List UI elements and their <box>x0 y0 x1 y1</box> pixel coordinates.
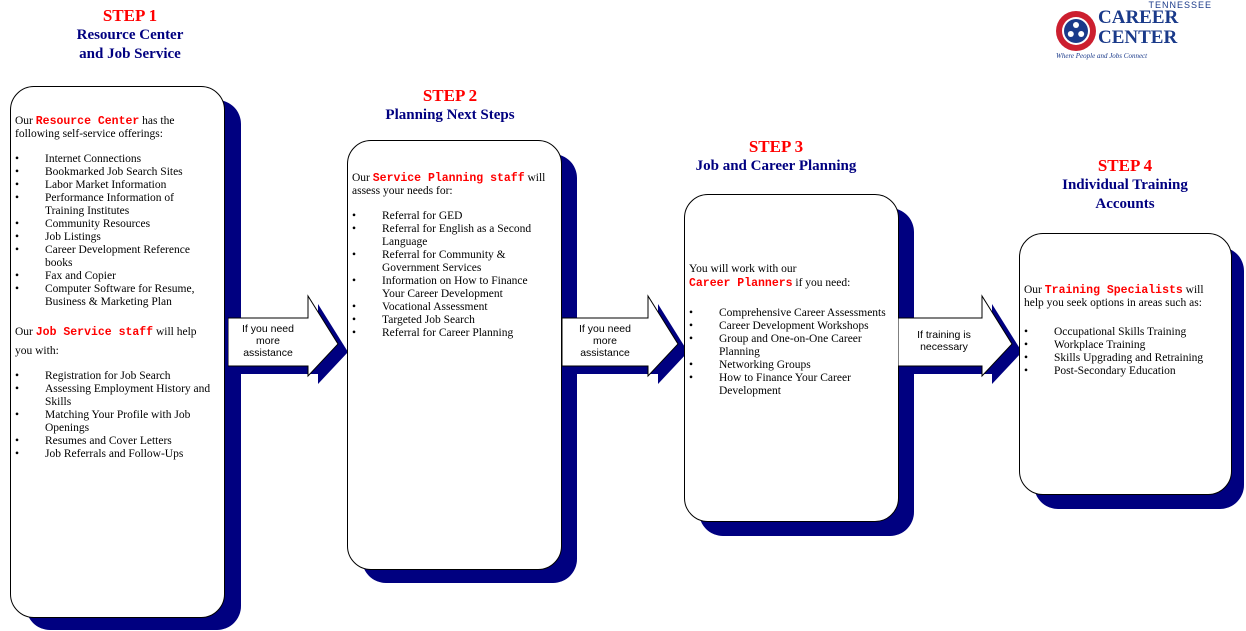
list-item: Labor Market Information <box>15 179 212 192</box>
step3-intro: You will work with our Career Planners i… <box>689 262 886 291</box>
tennessee-flag-emblem-icon <box>1056 11 1096 51</box>
step2-heading: STEP 2 Planning Next Steps <box>345 86 555 125</box>
step2-box: Our Service Planning staff will assess y… <box>347 140 562 570</box>
list-item: Community Resources <box>15 218 212 231</box>
step1-intro2-pre: Our <box>15 326 33 338</box>
step4-box: Our Training Specialists will help you s… <box>1019 233 1232 495</box>
arrow-3-shape <box>898 294 1022 384</box>
list-item: Fax and Copier <box>15 270 212 283</box>
list-item: How to Finance Your Career Development <box>689 372 886 398</box>
list-item: Job Listings <box>15 231 212 244</box>
arrow-2-line1: If you need <box>579 323 631 335</box>
list-item: Assessing Employment History and Skills <box>15 383 212 409</box>
arrow-3-line1: If training is <box>917 329 971 341</box>
step2-title-line1: Planning Next Steps <box>385 107 515 123</box>
step4-title-line2: Accounts <box>1095 196 1155 212</box>
arrow-1-shape <box>228 294 348 384</box>
step4-title-line1: Individual Training <box>1062 177 1188 193</box>
arrow-2: If you need more assistance <box>562 294 688 384</box>
step1-box: Our Resource Center has the following se… <box>10 86 225 618</box>
step3-intro-post: if you need: <box>795 277 851 289</box>
step2-intro-highlight: Service Planning staff <box>372 172 525 185</box>
step4-intro-post: will help you seek options in areas such… <box>1024 284 1204 309</box>
list-item: Career Development Reference books <box>15 244 212 270</box>
arrow-1-label: If you need more assistance <box>232 323 304 359</box>
step3-heading: STEP 3 Job and Career Planning <box>664 137 888 176</box>
step4-heading: STEP 4 Individual Training Accounts <box>1020 156 1230 214</box>
arrow-1-line3: assistance <box>243 347 293 359</box>
step2-intro-post: will assess your needs for: <box>352 172 546 197</box>
list-item: Computer Software for Resume, Business &… <box>15 283 212 309</box>
step3-intro-pre: You will work with our <box>689 263 797 275</box>
arrow-2-line2: more <box>593 335 617 347</box>
list-item: Networking Groups <box>689 359 886 372</box>
list-item: Registration for Job Search <box>15 370 212 383</box>
list-item: Matching Your Profile with Job Openings <box>15 409 212 435</box>
list-item: Workplace Training <box>1024 339 1221 352</box>
step1-intro2: Our Job Service staff will help you with… <box>15 323 212 360</box>
step1-intro: Our Resource Center has the following se… <box>15 115 212 141</box>
arrow-3: If training is necessary <box>898 294 1022 384</box>
step3-box: You will work with our Career Planners i… <box>684 194 899 522</box>
list-item: Referral for GED <box>352 210 549 223</box>
list-item: Referral for English as a Second Languag… <box>352 223 549 249</box>
step1-title-line2: and Job Service <box>79 46 181 62</box>
list-item: Bookmarked Job Search Sites <box>15 166 212 179</box>
logo-title: CAREER CENTER <box>1098 8 1178 48</box>
arrow-1-line2: more <box>256 335 280 347</box>
step1-list: Internet Connections Bookmarked Job Sear… <box>15 153 212 309</box>
logo-line2: CENTER <box>1098 27 1178 48</box>
step1-intro-highlight: Resource Center <box>35 115 140 128</box>
list-item: Post-Secondary Education <box>1024 365 1221 378</box>
list-item: Career Development Workshops <box>689 320 886 333</box>
step4-list: Occupational Skills Training Workplace T… <box>1024 326 1221 378</box>
logo-tagline: Where People and Jobs Connect <box>1056 52 1148 60</box>
step1-intro2-post: will help you with: <box>15 326 197 357</box>
step2-intro: Our Service Planning staff will assess y… <box>352 172 549 198</box>
step1-title-line1: Resource Center <box>76 27 184 43</box>
step2-number: STEP 2 <box>422 86 478 105</box>
career-center-logo: TENNESSEE CAREER CENTER Where People and… <box>1050 0 1212 70</box>
logo-line1: CAREER <box>1098 7 1179 28</box>
step4-number: STEP 4 <box>1097 156 1153 175</box>
step4-intro-highlight: Training Specialists <box>1044 284 1183 297</box>
list-item: Referral for Community & Government Serv… <box>352 249 549 275</box>
step1-intro-post: has the following self-service offerings… <box>15 115 175 140</box>
list-item: Resumes and Cover Letters <box>15 435 212 448</box>
step1-intro-pre: Our <box>15 115 33 127</box>
step4-intro-pre: Our <box>1024 284 1042 296</box>
step1-list2: Registration for Job Search Assessing Em… <box>15 370 212 461</box>
step3-intro-highlight: Career Planners <box>689 277 793 290</box>
step1-number: STEP 1 <box>102 6 158 25</box>
list-item: Vocational Assessment <box>352 301 549 314</box>
list-item: Comprehensive Career Assessments <box>689 307 886 320</box>
step1-heading: STEP 1 Resource Center and Job Service <box>30 6 230 64</box>
arrow-1-line1: If you need <box>242 323 294 335</box>
step3-list: Comprehensive Career Assessments Career … <box>689 307 886 398</box>
list-item: Group and One-on-One Career Planning <box>689 333 886 359</box>
list-item: Performance Information of Training Inst… <box>15 192 212 218</box>
arrow-2-line3: assistance <box>580 347 630 359</box>
step4-intro: Our Training Specialists will help you s… <box>1024 284 1221 310</box>
list-item: Information on How to Finance Your Caree… <box>352 275 549 301</box>
list-item: Job Referrals and Follow-Ups <box>15 448 212 461</box>
arrow-2-label: If you need more assistance <box>568 323 642 359</box>
arrow-2-shape <box>562 294 688 384</box>
list-item: Targeted Job Search <box>352 314 549 327</box>
arrow-3-label: If training is necessary <box>904 329 984 353</box>
step3-title-line1: Job and Career Planning <box>695 158 857 174</box>
list-item: Occupational Skills Training <box>1024 326 1221 339</box>
list-item: Internet Connections <box>15 153 212 166</box>
list-item: Skills Upgrading and Retraining <box>1024 352 1221 365</box>
logo-state: TENNESSEE <box>1148 0 1212 10</box>
list-item: Referral for Career Planning <box>352 327 549 340</box>
step1-intro2-highlight: Job Service staff <box>35 326 154 339</box>
arrow-3-line2: necessary <box>920 341 968 353</box>
arrow-1: If you need more assistance <box>228 294 348 384</box>
step2-intro-pre: Our <box>352 172 370 184</box>
step2-list: Referral for GED Referral for English as… <box>352 210 549 340</box>
step3-number: STEP 3 <box>748 137 804 156</box>
